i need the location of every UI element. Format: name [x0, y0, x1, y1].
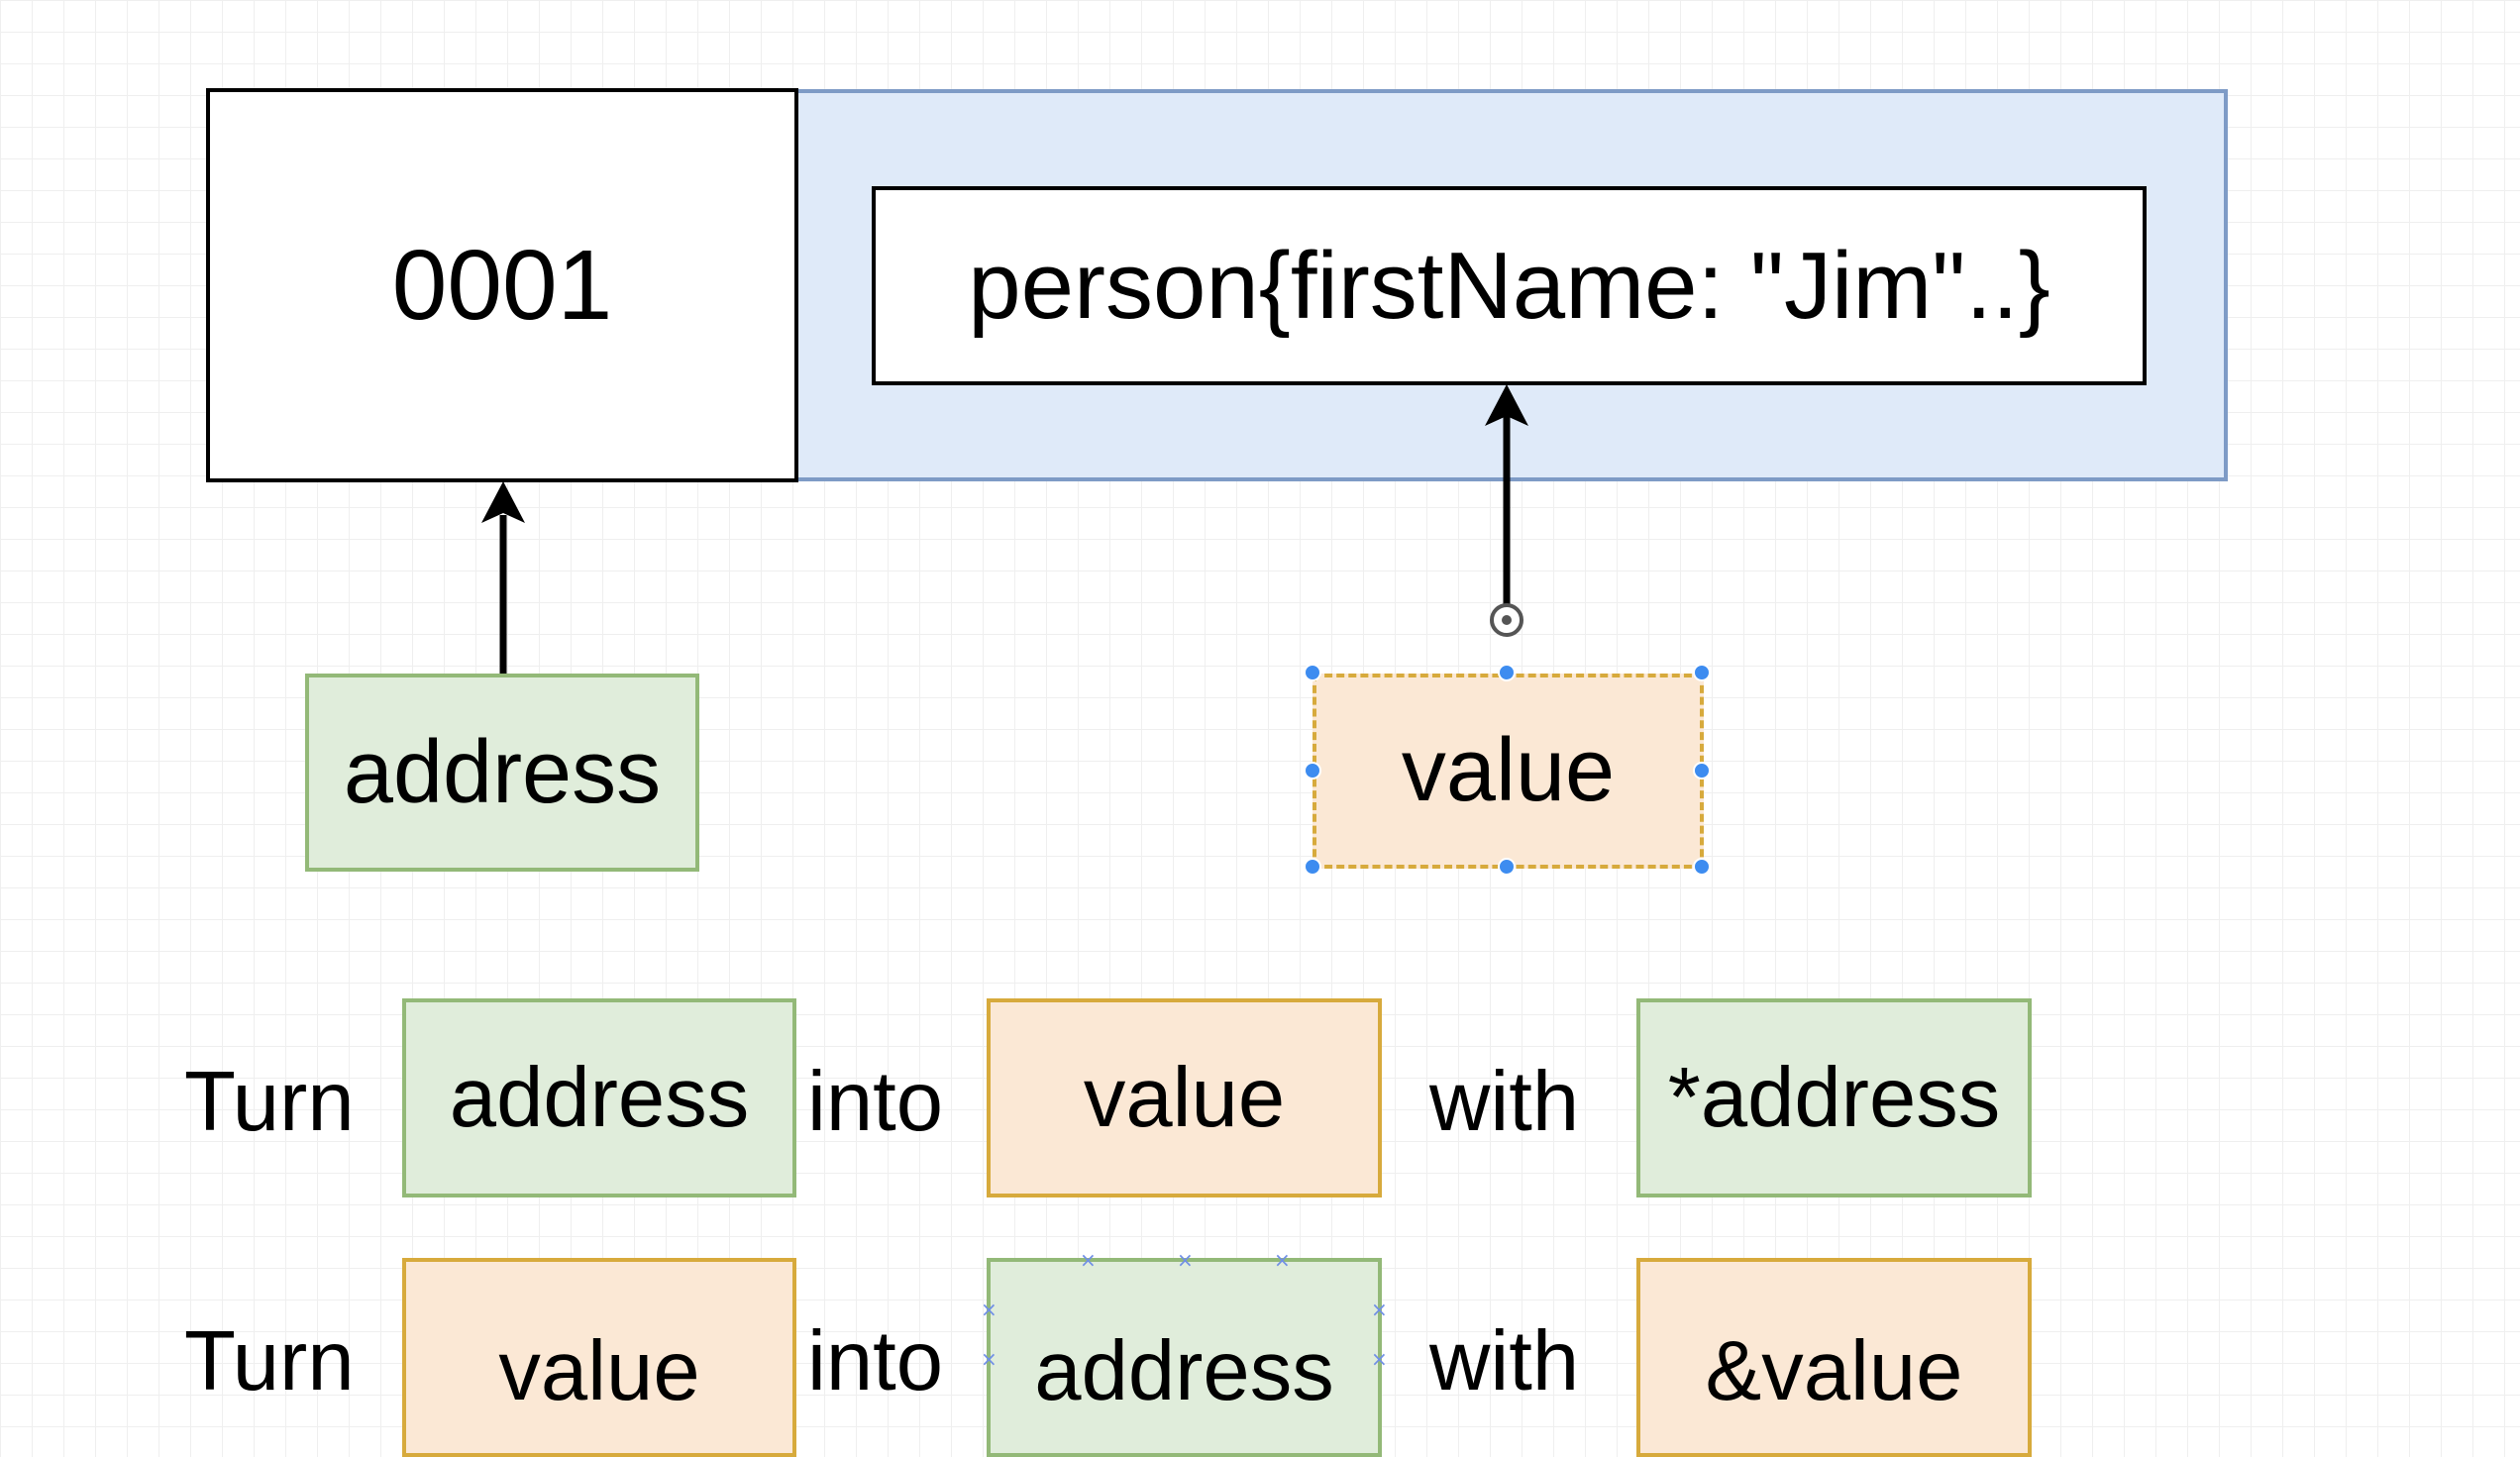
resize-handle-icon[interactable] — [1693, 664, 1711, 681]
connection-point-icon[interactable]: × — [1177, 1248, 1194, 1272]
connection-point-icon[interactable]: × — [981, 1298, 998, 1321]
memory-address-cell[interactable]: 0001 — [206, 88, 798, 482]
resize-handle-icon[interactable] — [1304, 858, 1321, 876]
memory-address-text: 0001 — [391, 229, 613, 341]
connection-point-icon[interactable]: × — [981, 1347, 998, 1371]
row1-op-text: *address — [1667, 1050, 2001, 1145]
resize-handle-icon[interactable] — [1498, 664, 1516, 681]
row1-op-box[interactable]: *address — [1636, 998, 2032, 1197]
resize-handle-icon[interactable] — [1304, 664, 1321, 681]
memory-value-cell[interactable]: person{firstName: "Jim"..} — [872, 186, 2147, 385]
connection-point-icon[interactable]: × — [1080, 1248, 1097, 1272]
row2-turn-text: Turn — [184, 1314, 355, 1408]
address-arrow-head — [481, 481, 525, 523]
resize-handle-icon[interactable] — [1693, 762, 1711, 780]
row1-to-text: value — [1083, 1050, 1286, 1145]
memory-value-text: person{firstName: "Jim"..} — [968, 232, 2050, 339]
row1-with-text: with — [1429, 1055, 1580, 1149]
value-arrow-head — [1485, 384, 1528, 426]
row2-op-text: &value — [1705, 1324, 1963, 1418]
row1-from-box[interactable]: address — [402, 998, 796, 1197]
connection-point-icon[interactable] — [1490, 603, 1523, 637]
connection-point-icon[interactable]: × — [1371, 1347, 1388, 1371]
value-node[interactable]: value — [1312, 674, 1704, 869]
row2-to-box[interactable]: address — [987, 1258, 1382, 1457]
row1-into-text: into — [807, 1055, 944, 1149]
row2-from-text: value — [498, 1324, 700, 1418]
row2-from-box[interactable]: value — [402, 1258, 796, 1457]
row2-with-text: with — [1429, 1314, 1580, 1408]
row1-from-text: address — [449, 1050, 750, 1145]
resize-handle-icon[interactable] — [1693, 858, 1711, 876]
address-node-label: address — [343, 722, 662, 822]
value-node-label: value — [1401, 721, 1616, 820]
row2-to-text: address — [1034, 1324, 1334, 1418]
row1-turn-text: Turn — [184, 1055, 355, 1149]
row2-op-box[interactable]: &value — [1636, 1258, 2032, 1457]
resize-handle-icon[interactable] — [1498, 858, 1516, 876]
connection-point-icon[interactable]: × — [1274, 1248, 1291, 1272]
address-node[interactable]: address — [305, 674, 699, 872]
row1-to-box[interactable]: value — [987, 998, 1382, 1197]
connection-point-icon[interactable]: × — [1371, 1298, 1388, 1321]
arrows-layer — [481, 384, 1528, 674]
resize-handle-icon[interactable] — [1304, 762, 1321, 780]
row2-into-text: into — [807, 1314, 944, 1408]
